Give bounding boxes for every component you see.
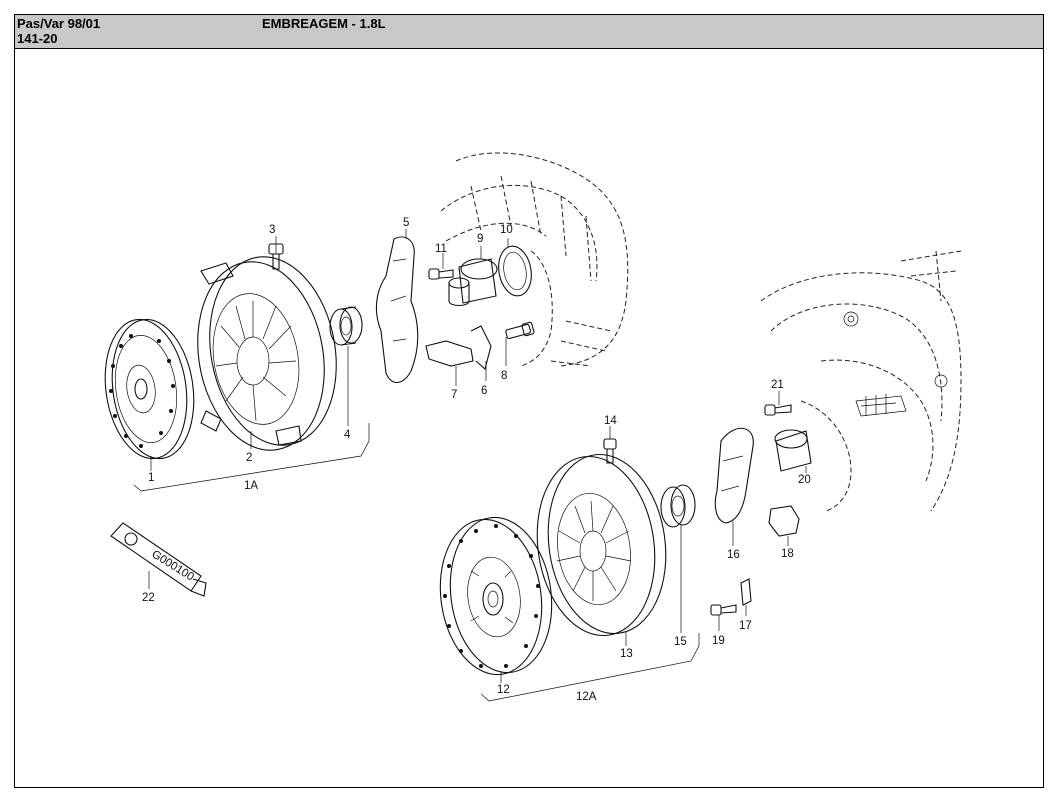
label-part-12: 12 [497,684,510,696]
label-part-5: 5 [403,217,409,229]
part-22-grease-tube: G000100 [110,522,207,597]
vehicle-model: Pas/Var 98/01 [17,16,101,31]
label-part-16: 16 [727,549,740,561]
part-11-bolt [428,268,454,280]
label-part-9: 9 [477,233,483,245]
part-17-clip [740,578,752,606]
header-bar: Pas/Var 98/01 141-20 EMBREAGEM - 1.8L [15,15,1043,49]
part-labels: 1 1A 2 3 4 5 6 7 8 9 10 11 12 12A 13 14 … [142,217,811,703]
leader-lines [133,229,807,702]
part-20-guide-sleeve [774,429,812,472]
part-16-release-fork [714,427,754,524]
part-9-guide-sleeve [448,258,498,307]
label-part-3: 3 [269,224,275,236]
label-part-8: 8 [501,370,507,382]
label-part-1a: 1A [244,480,258,492]
gearbox-housing-right [760,250,962,512]
part-1-clutch-disc [104,318,195,460]
part-5-release-fork [375,236,419,384]
label-part-4: 4 [344,429,351,441]
label-part-7: 7 [451,389,457,401]
part-4-release-bearing [329,306,363,346]
label-part-14: 14 [604,415,617,427]
label-part-6: 6 [481,385,487,397]
clutch-exploded-diagram: G000100 [104,152,962,703]
part-15-release-bearing [660,484,696,528]
label-part-21: 21 [771,379,784,391]
page-title: EMBREAGEM - 1.8L [262,16,386,31]
part-10-seal-ring [498,245,532,297]
part-8-bolt [505,321,535,340]
page-frame: Pas/Var 98/01 141-20 EMBREAGEM - 1.8L [14,14,1044,788]
label-part-1: 1 [148,472,154,484]
part-2-pressure-plate [197,256,337,451]
label-part-2: 2 [246,452,252,464]
label-part-20: 20 [798,474,811,486]
part-12-clutch-disc [439,516,553,676]
label-part-11: 11 [435,243,447,255]
part-6-7-retainer [425,325,492,371]
label-part-13: 13 [620,648,633,660]
label-part-10: 10 [500,224,513,236]
label-part-12a: 12A [576,691,597,703]
part-21-bolt [764,404,792,416]
part-19-bolt [710,604,737,616]
part-18-retainer [768,505,800,537]
label-part-18: 18 [781,548,794,560]
gearbox-housing-top [440,152,629,367]
label-part-15: 15 [674,636,687,648]
catalog-code: 141-20 [17,31,58,46]
part-13-pressure-plate [536,453,667,637]
part-14-bolt [603,438,617,464]
label-part-19: 19 [712,635,725,647]
label-part-22: 22 [142,592,155,604]
label-part-17: 17 [739,620,752,632]
